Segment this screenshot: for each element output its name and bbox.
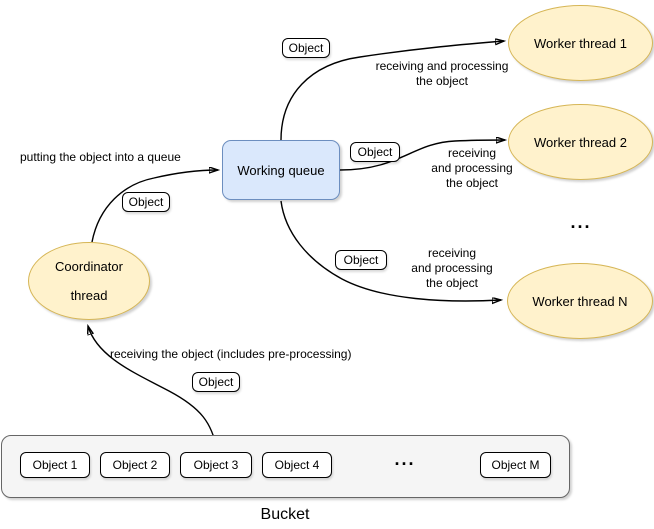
object-tag-label: Object bbox=[343, 253, 379, 267]
bucket-object-3-label: Object 3 bbox=[193, 458, 239, 472]
bucket-object-1: Object 1 bbox=[20, 452, 90, 478]
node-worker-thread-1: Worker thread 1 bbox=[508, 5, 653, 81]
edge-label-receiving-worker2: receiving and processing the object bbox=[431, 146, 513, 190]
edge-label-receiving-worker1: receiving and processing the object bbox=[375, 59, 509, 88]
bucket-object-4-label: Object 4 bbox=[274, 458, 320, 472]
object-tag-to-queue: Object bbox=[122, 192, 170, 212]
object-tag-to-workerN: Object bbox=[335, 250, 387, 270]
worker-thread-N-label: Worker thread N bbox=[532, 293, 628, 309]
object-tag-label: Object bbox=[128, 195, 164, 209]
bucket-object-M: Object M bbox=[480, 452, 551, 478]
node-working-queue: Working queue bbox=[222, 140, 340, 200]
object-tag-label: Object bbox=[357, 145, 393, 159]
node-coordinator-thread: Coordinator thread bbox=[28, 242, 150, 320]
object-tag-to-coordinator: Object bbox=[192, 372, 240, 392]
bucket-object-1-label: Object 1 bbox=[32, 458, 78, 472]
bucket-object-M-label: Object M bbox=[491, 458, 540, 472]
bucket-title: Bucket bbox=[260, 506, 310, 523]
node-worker-thread-2: Worker thread 2 bbox=[508, 104, 653, 180]
workers-ellipsis: ... bbox=[570, 212, 592, 232]
edge-label-receiving-preprocessing: receiving the object (includes pre-proce… bbox=[110, 347, 352, 361]
coordinator-thread-label: Coordinator thread bbox=[55, 259, 123, 303]
node-worker-thread-N: Worker thread N bbox=[507, 263, 653, 339]
worker-thread-2-label: Worker thread 2 bbox=[534, 134, 627, 150]
edge-label-putting-into-queue: putting the object into a queue bbox=[20, 150, 181, 164]
object-tag-label: Object bbox=[288, 41, 324, 55]
edge-label-receiving-workerN: receiving and processing the object bbox=[411, 246, 493, 290]
working-queue-label: Working queue bbox=[237, 162, 325, 178]
bucket-object-2-label: Object 2 bbox=[112, 458, 158, 472]
object-tag-to-worker2: Object bbox=[350, 142, 400, 162]
bucket-object-3: Object 3 bbox=[180, 452, 252, 478]
object-tag-label: Object bbox=[198, 375, 234, 389]
bucket-object-2: Object 2 bbox=[100, 452, 170, 478]
object-tag-to-worker1: Object bbox=[282, 38, 330, 58]
worker-thread-1-label: Worker thread 1 bbox=[534, 35, 627, 51]
bucket-ellipsis: ... bbox=[394, 449, 416, 469]
bucket-object-4: Object 4 bbox=[262, 452, 332, 478]
